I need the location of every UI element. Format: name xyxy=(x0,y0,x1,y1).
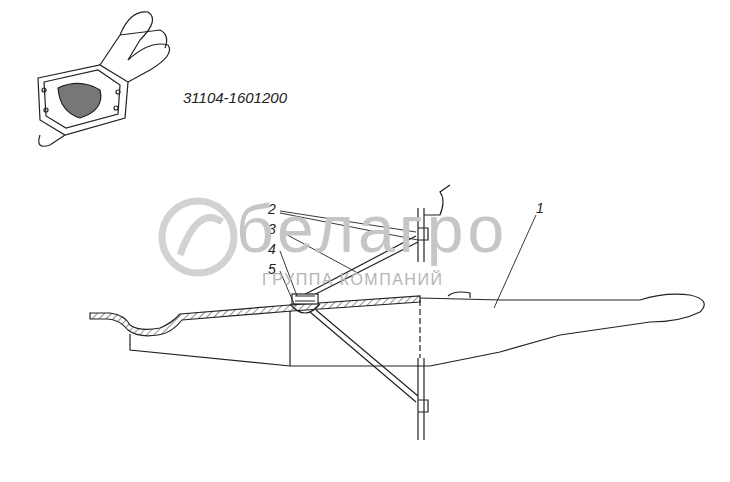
inset-sketch xyxy=(38,12,170,146)
watermark-subtitle: ГРУППА КОМПАНИЙ xyxy=(262,272,443,288)
part-number: 31104-1601200 xyxy=(183,90,287,105)
watermark-text: белагро xyxy=(236,196,508,262)
watermark-logo xyxy=(162,201,234,273)
main-drawing xyxy=(90,185,704,440)
callout-number: 1 xyxy=(536,201,544,215)
